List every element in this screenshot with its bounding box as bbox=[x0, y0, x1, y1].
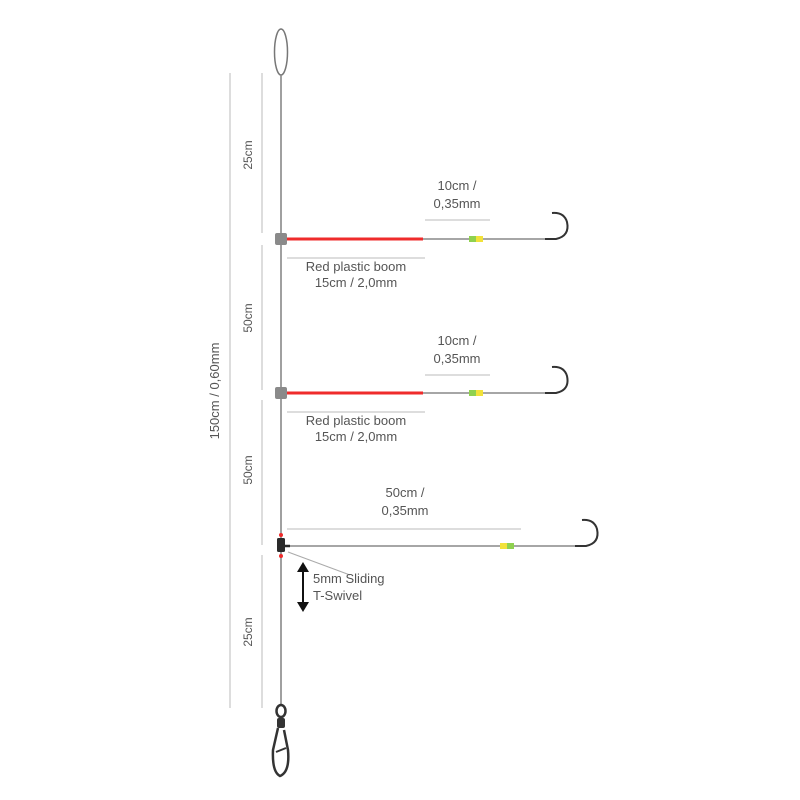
snap-swivel-icon bbox=[271, 703, 290, 778]
total-length-label: 150cm / 0,60mm bbox=[207, 343, 222, 440]
bottom-snood-diameter-label: 0,35mm bbox=[382, 503, 429, 518]
total-length-dimension: 150cm / 0,60mm bbox=[207, 73, 231, 708]
bottom-snood-bead-green bbox=[507, 543, 514, 549]
segment-upper-middle-label: 50cm bbox=[241, 303, 255, 332]
snood-1-diameter-label: 0,35mm bbox=[434, 196, 481, 211]
boom-1: 10cm / 0,35mm Red plastic boom 15cm / 2,… bbox=[275, 178, 569, 290]
snood-1-bead-yellow bbox=[476, 236, 483, 242]
segment-bottom-label: 25cm bbox=[241, 617, 255, 646]
hook-1-icon bbox=[545, 211, 569, 240]
segment-lower-middle-label: 50cm bbox=[241, 455, 255, 484]
boom-2: 10cm / 0,35mm Red plastic boom 15cm / 2,… bbox=[275, 333, 569, 444]
boom-2-size-label: 15cm / 2,0mm bbox=[315, 429, 397, 444]
bottom-snood-group: 50cm / 0,35mm bbox=[285, 485, 599, 549]
boom-1-size-label: 15cm / 2,0mm bbox=[315, 275, 397, 290]
bottom-snood-length-label: 50cm / bbox=[385, 485, 424, 500]
boom-2-clamp bbox=[275, 387, 287, 399]
slide-arrow-icon bbox=[297, 562, 309, 612]
swivel-label-line1: 5mm Sliding bbox=[313, 571, 385, 586]
swivel-label-line2: T-Swivel bbox=[313, 588, 362, 603]
segment-top-label: 25cm bbox=[241, 140, 255, 169]
top-loop bbox=[273, 28, 289, 76]
segment-dimensions: 25cm 50cm 50cm 25cm bbox=[241, 73, 263, 708]
boom-1-name-label: Red plastic boom bbox=[306, 259, 406, 274]
t-swivel-bead-bottom bbox=[279, 554, 283, 558]
snood-1-length-label: 10cm / bbox=[437, 178, 476, 193]
boom-2-name-label: Red plastic boom bbox=[306, 413, 406, 428]
snood-2-bead-green bbox=[469, 390, 476, 396]
snood-2-diameter-label: 0,35mm bbox=[434, 351, 481, 366]
hook-2-icon bbox=[545, 365, 569, 394]
bottom-snood-bead-yellow bbox=[500, 543, 507, 549]
snood-2-length-label: 10cm / bbox=[437, 333, 476, 348]
snood-2-bead-yellow bbox=[476, 390, 483, 396]
boom-1-clamp bbox=[275, 233, 287, 245]
t-swivel-body bbox=[277, 538, 285, 552]
t-swivel bbox=[277, 533, 351, 576]
t-swivel-leader bbox=[287, 551, 351, 576]
t-swivel-bead-top bbox=[279, 533, 283, 537]
hook-3-icon bbox=[575, 518, 599, 547]
snood-1-bead-green bbox=[469, 236, 476, 242]
